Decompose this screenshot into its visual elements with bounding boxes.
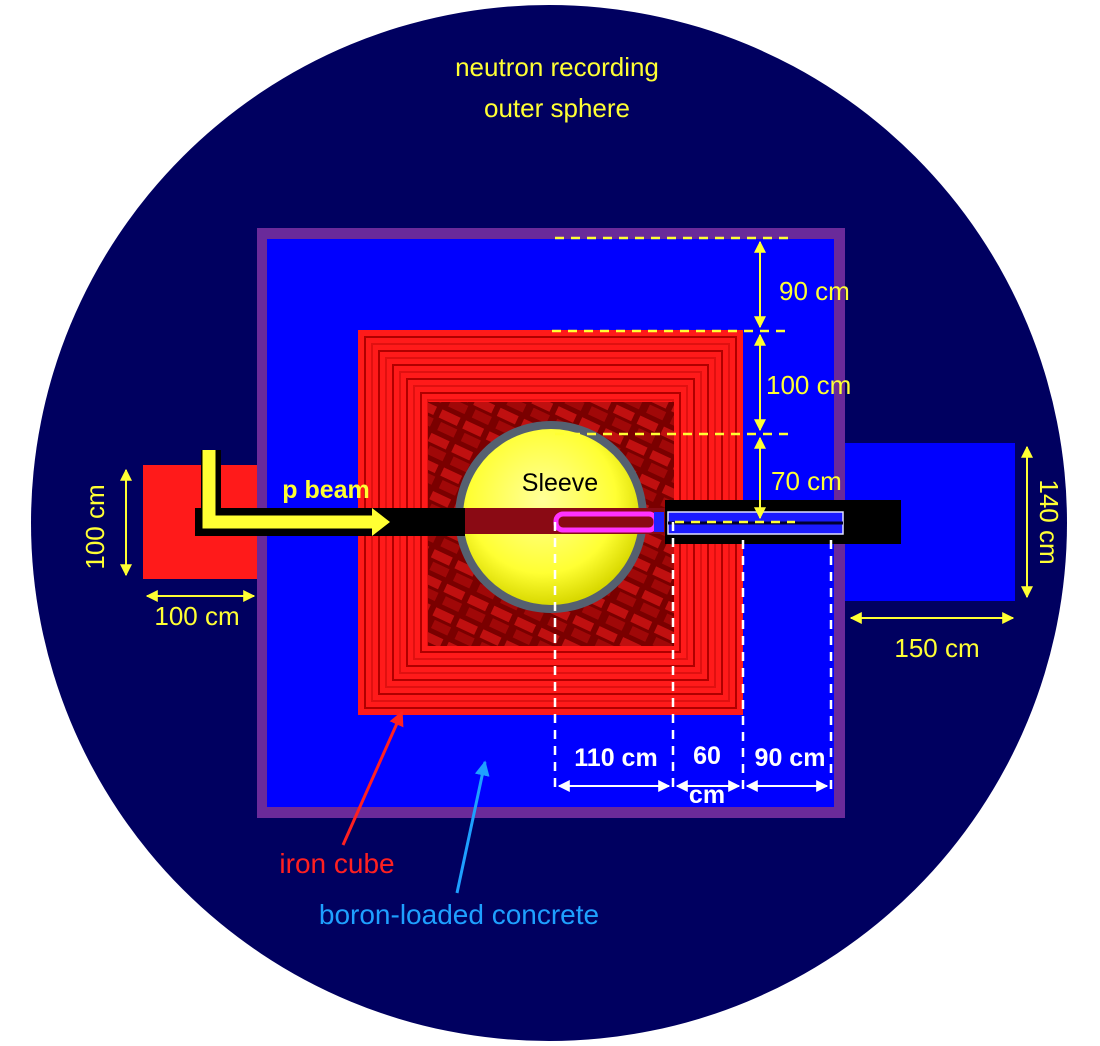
p-beam-arrowhead [372, 508, 390, 536]
white-dashed-guides [553, 522, 833, 790]
dim-right-height: 140 cm [1034, 479, 1064, 564]
dim-top-90: 90 cm [779, 276, 850, 306]
dashed-guides [552, 236, 795, 524]
dim-left-height: 100 cm [80, 484, 110, 569]
p-beam-arrow-body [202, 450, 378, 529]
dim-bottom-110: 110 cm [574, 744, 657, 772]
concrete-pointer-arrow [455, 760, 490, 894]
dim-low-70: 70 cm [771, 466, 842, 496]
outer-sphere-label-2: outer sphere [484, 93, 630, 123]
iron-label: iron cube [279, 848, 394, 879]
outer-sphere-label-1: neutron recording [455, 52, 659, 82]
dimension-arrows-yellow [120, 240, 1033, 624]
dim-right-width: 150 cm [894, 633, 979, 663]
beam-label: p beam [282, 476, 370, 504]
dim-bottom-60-1: 60 [693, 742, 721, 770]
concrete-label: boron-loaded concrete [319, 899, 599, 930]
iron-pointer-arrow [341, 710, 404, 846]
dim-mid-100: 100 cm [766, 370, 851, 400]
sleeve-label: Sleeve [522, 469, 598, 497]
target-blue-end [654, 512, 664, 532]
dim-bottom-60-2: cm [689, 781, 725, 809]
dim-left-width: 100 cm [154, 601, 239, 631]
dim-bottom-90: 90 cm [755, 744, 826, 772]
